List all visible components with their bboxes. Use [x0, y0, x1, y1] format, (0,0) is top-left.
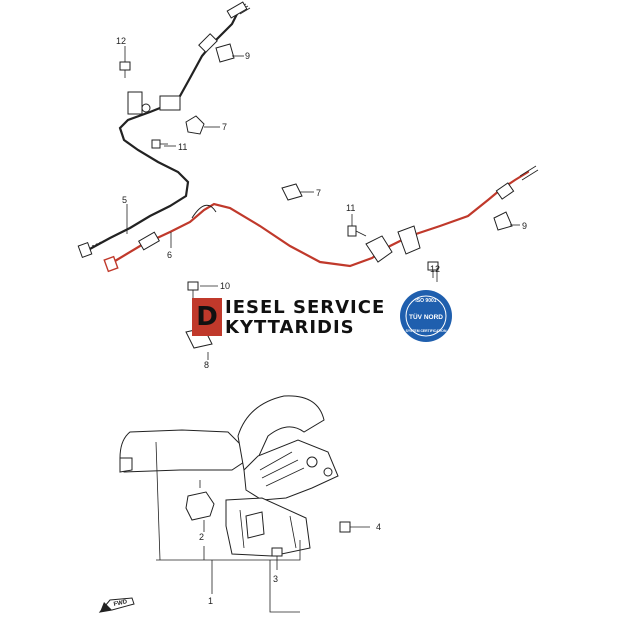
badge-bottom-text: SYSTEM CERTIFICATION	[406, 329, 447, 333]
callout-7-lower: 7	[316, 188, 321, 198]
bolt-11-upper	[151, 139, 168, 149]
callout-1: 1	[208, 596, 213, 606]
clip-7-upper	[185, 115, 205, 135]
bolt-10	[187, 281, 199, 298]
bolt-12-upper	[119, 61, 131, 78]
bolt-12-lower	[427, 261, 439, 278]
callout-11-upper: 11	[178, 142, 187, 152]
fwd-label: FWD	[113, 599, 128, 608]
callout-7-upper: 7	[222, 122, 227, 132]
badge-top-text: ISO 9001	[415, 298, 436, 304]
callout-12-lower: 12	[430, 264, 440, 274]
badge-middle-text: TÜV NORD	[409, 312, 443, 321]
callout-10: 10	[220, 281, 230, 291]
watermark-line2: KYTTARIDIS	[225, 317, 355, 338]
clip-9-upper	[215, 43, 235, 63]
callout-9-upper: 9	[245, 51, 250, 61]
callout-9-lower: 9	[522, 221, 527, 231]
callout-numbers: 12 9 7 11 5 6 7 11 9 12 10 8 2 4 3 1	[116, 36, 527, 606]
left-rear-cable	[77, 1, 251, 258]
certification-badge-icon: ISO 9001 TÜV NORD SYSTEM CERTIFICATION	[400, 290, 452, 342]
hand-brake-lever-assembly	[119, 395, 370, 613]
callout-3: 3	[273, 574, 278, 584]
clip-7-lower	[281, 183, 303, 201]
fwd-arrow-icon: FWD	[98, 597, 135, 613]
callout-2: 2	[199, 532, 204, 542]
watermark-logo-box: D	[192, 298, 222, 336]
bolt-11-lower	[347, 225, 367, 237]
callout-5: 5	[122, 195, 127, 205]
clip-9-lower	[493, 211, 513, 231]
callout-11-lower: 11	[346, 203, 355, 213]
callout-8: 8	[204, 360, 209, 370]
watermark-letter: D	[196, 302, 218, 332]
leader-lines	[124, 46, 520, 360]
callout-4: 4	[376, 522, 381, 532]
callout-6: 6	[167, 250, 172, 260]
watermark-line1: IESEL SERVICE	[225, 297, 386, 318]
right-rear-cable	[103, 165, 539, 273]
callout-12-upper: 12	[116, 36, 126, 46]
